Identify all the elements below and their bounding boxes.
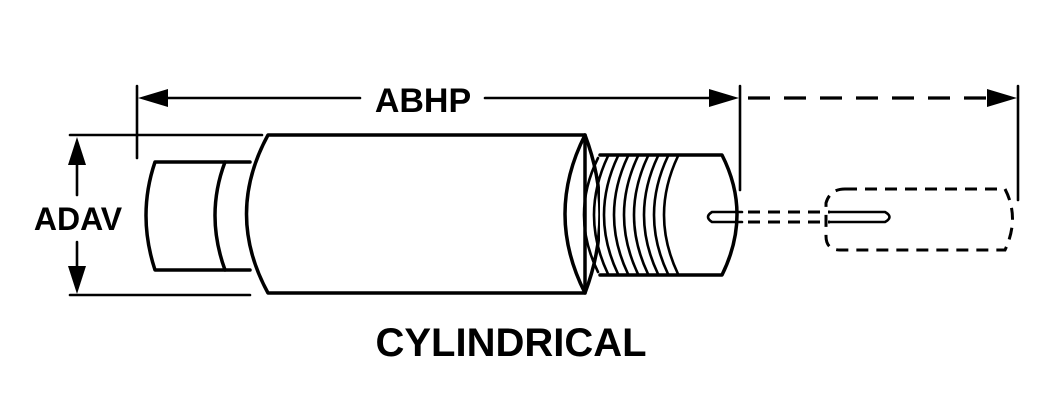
length-label: ABHP [375, 82, 471, 120]
threaded-section [598, 153, 739, 277]
main-body [244, 133, 587, 295]
length-arrow-left [138, 89, 168, 107]
length-arrow-right [709, 89, 739, 107]
left-end-cap [144, 160, 252, 272]
left-end-face [213, 160, 227, 272]
extension-outline [824, 187, 1014, 252]
diameter-dimension: ADAV [34, 133, 264, 297]
extension-arrow-right [987, 89, 1017, 107]
diameter-arrow-up [68, 137, 86, 165]
diagram-title: CYLINDRICAL [375, 321, 646, 365]
diameter-arrow-down [68, 266, 86, 294]
optional-extension [748, 187, 1014, 252]
cylinder-part [144, 133, 744, 295]
diameter-label: ADAV [34, 201, 123, 237]
extension-slot [828, 210, 891, 224]
length-dimension: ABHP [135, 82, 1020, 202]
thread-lines [582, 154, 680, 276]
end-slot [706, 210, 744, 224]
